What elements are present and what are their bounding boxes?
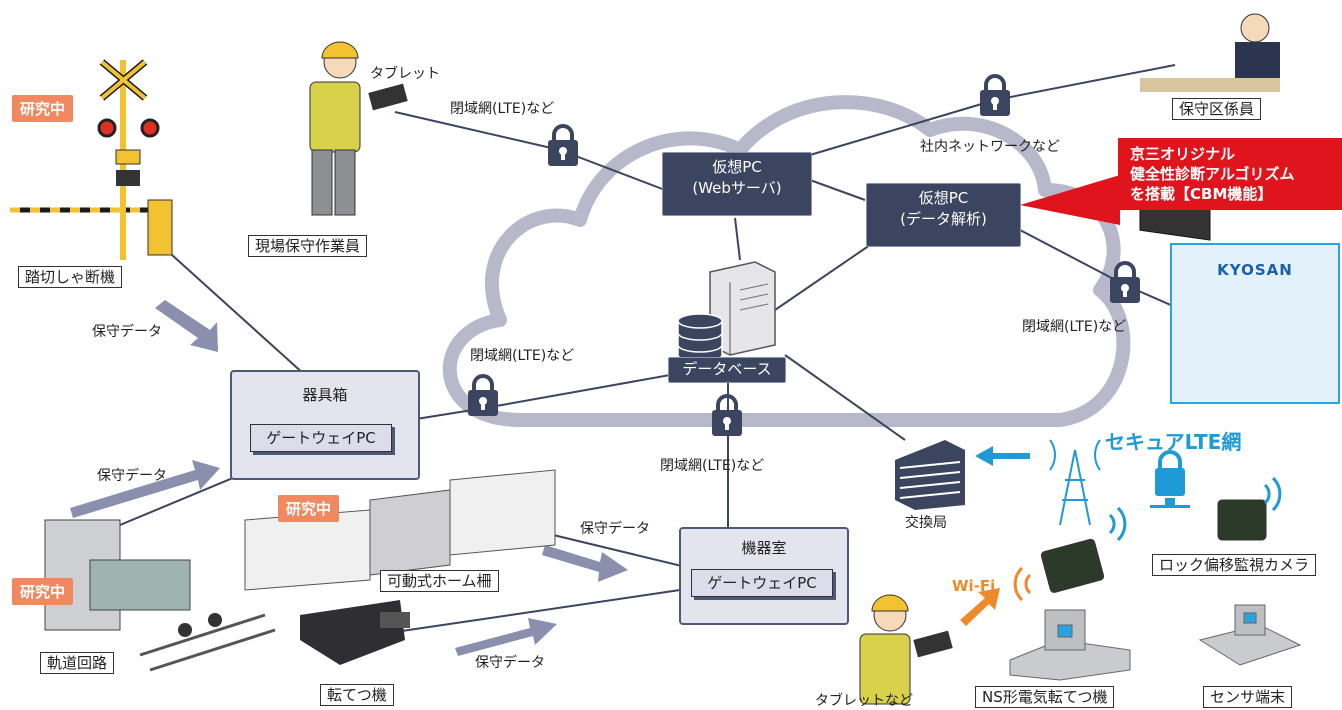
field-worker-label: 現場保守作業員	[248, 235, 368, 257]
platform-door-figure	[244, 469, 556, 591]
maint-data-label-4: 保守データ	[475, 655, 545, 671]
equipment-room-title: 機器室	[741, 539, 787, 557]
exchange-label: 交換局	[905, 515, 947, 531]
closed-lte-right-label: 閉域網(LTE)など	[1022, 319, 1127, 335]
research-badge-platform: 研究中	[278, 495, 340, 522]
lte-arrow	[975, 446, 1030, 466]
railroad-crossing-icon	[10, 59, 173, 260]
tablet-top-label: タブレット	[370, 66, 440, 82]
point-machine-figure	[300, 600, 410, 665]
equipment-room-gateway-pc: ゲートウェイPC	[691, 569, 833, 597]
cbm-line3: を搭載【CBM機能】	[1130, 185, 1273, 203]
maintenance-staff-label: 保守区係員	[1172, 98, 1262, 120]
closed-lte-left-label: 閉域網(LTE)など	[470, 348, 575, 364]
maint-data-label-1: 保守データ	[92, 324, 162, 340]
maint-data-label-2: 保守データ	[97, 468, 167, 484]
database-label: データベース	[668, 357, 786, 383]
platform-door-label: 可動式ホーム柵	[380, 570, 499, 592]
equipment-box-title: 器具箱	[302, 386, 348, 404]
lock-camera-label: ロック偏移監視カメラ	[1152, 554, 1317, 576]
closed-lte-center-label: 閉域網(LTE)など	[660, 458, 765, 474]
camera-device-2	[1217, 499, 1267, 541]
virtual-pc-web-line2: (Webサーバ)	[692, 179, 782, 197]
field-worker-figure	[309, 41, 408, 216]
sensor-terminal-label: センサ端末	[1203, 686, 1293, 708]
ns-point-machine-label: NS形電気転てつ機	[975, 686, 1115, 708]
ns-point-machine-figure	[1009, 609, 1131, 681]
cbm-line2: 健全性診断アルゴリズム	[1130, 165, 1295, 183]
secure-lte-label: セキュアLTE網	[1105, 430, 1242, 454]
virtual-pc-analysis-line2: (データ解析)	[900, 210, 987, 228]
wifi-arrow	[960, 588, 1000, 626]
virtual-pc-web-line1: 仮想PC	[712, 158, 762, 176]
point-machine-label: 転てつ機	[320, 684, 394, 706]
bottom-worker-figure	[859, 594, 953, 705]
exchange-building-icon	[895, 440, 965, 510]
virtual-pc-web-server: 仮想PC (Webサーバ)	[662, 152, 812, 216]
cbm-pointer	[1020, 175, 1120, 225]
track-circuit-figure	[44, 519, 276, 672]
database-icon	[677, 313, 723, 363]
sensor-terminal-figure	[1198, 604, 1302, 666]
equipment-box-gateway-pc: ゲートウェイPC	[250, 424, 392, 452]
closed-lte-top-label: 閉域網(LTE)など	[450, 101, 555, 117]
wifi-label: Wi-Fi	[952, 577, 996, 595]
railroad-crossing-label: 踏切しゃ断機	[18, 266, 123, 288]
maint-data-label-3: 保守データ	[580, 521, 650, 537]
lock-icons	[468, 74, 1140, 436]
connection-lines	[119, 64, 1206, 633]
equipment-room: 機器室 ゲートウェイPC	[679, 527, 849, 625]
equipment-box: 器具箱 ゲートウェイPC	[230, 370, 420, 480]
cbm-callout: 京三オリジナル 健全性診断アルゴリズム を搭載【CBM機能】	[1118, 138, 1342, 210]
cbm-line1: 京三オリジナル	[1130, 145, 1236, 163]
wifi-signals	[1013, 476, 1282, 602]
secure-lte-icon	[1150, 450, 1190, 508]
tablet-bottom-label: タブレットなど	[815, 693, 913, 709]
company-logo: KYOSAN	[1217, 261, 1293, 279]
virtual-pc-data-analysis: 仮想PC (データ解析)	[866, 183, 1021, 247]
research-badge-track: 研究中	[12, 578, 74, 605]
track-circuit-label: 軌道回路	[40, 652, 115, 674]
data-arrows	[70, 300, 628, 656]
cloud-shape	[442, 95, 1131, 427]
virtual-pc-analysis-line1: 仮想PC	[918, 189, 969, 207]
research-badge-crossing: 研究中	[12, 95, 74, 122]
kyosan-panel: KYOSAN	[1170, 243, 1340, 404]
internal-network-label: 社内ネットワークなど	[920, 139, 1060, 155]
camera-device-1	[1040, 538, 1105, 593]
radio-tower-icon	[1049, 439, 1101, 526]
